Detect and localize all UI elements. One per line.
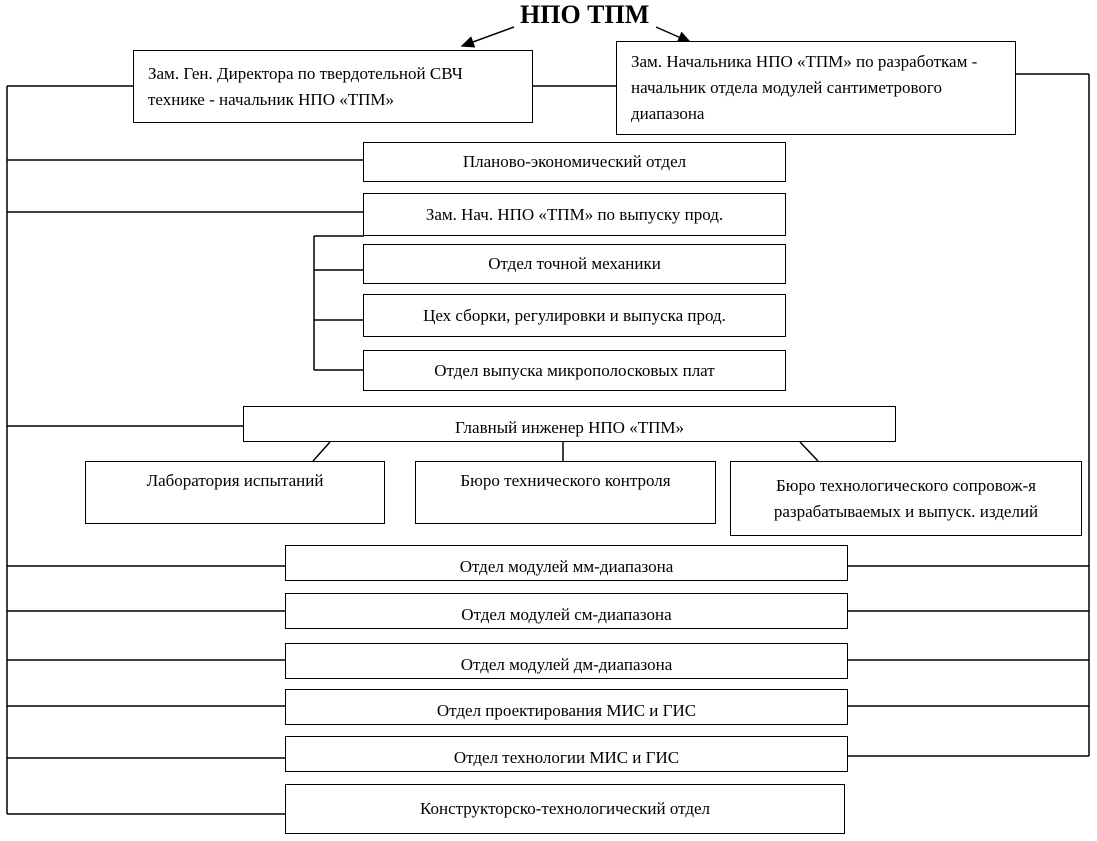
box-tech-support-bureau: Бюро технологического сопровож-я разраба… <box>730 461 1082 536</box>
chart-title: НПО ТПМ <box>520 0 650 29</box>
box-cm-dept: Отдел модулей см-диапазона <box>285 593 848 629</box>
title-arrow-left <box>460 26 515 48</box>
box-test-lab: Лаборатория испытаний <box>85 461 385 524</box>
box-planning-dept: Планово-экономический отдел <box>363 142 786 182</box>
box-mis-tech-dept: Отдел технологии МИС и ГИС <box>285 736 848 772</box>
box-precision-mechanics: Отдел точной механики <box>363 244 786 284</box>
box-assembly-shop: Цех сборки, регулировки и выпуска прод. <box>363 294 786 337</box>
box-microstrip-dept: Отдел выпуска микрополосковых плат <box>363 350 786 391</box>
box-chief-engineer: Главный инженер НПО «ТПМ» <box>243 406 896 442</box>
title-arrow-right <box>655 26 692 43</box>
box-design-tech-dept: Конструкторско-технологический отдел <box>285 784 845 834</box>
box-deputy-head-dev: Зам. Начальника НПО «ТПМ» по разработкам… <box>616 41 1016 135</box>
box-mm-dept: Отдел модулей мм-диапазона <box>285 545 848 581</box>
box-dm-dept: Отдел модулей дм-диапазона <box>285 643 848 679</box>
box-qc-bureau: Бюро технического контроля <box>415 461 716 524</box>
box-deputy-director: Зам. Ген. Директора по твердотельной СВЧ… <box>133 50 533 123</box>
box-deputy-production: Зам. Нач. НПО «ТПМ» по выпуску прод. <box>363 193 786 236</box>
box-mis-design-dept: Отдел проектирования МИС и ГИС <box>285 689 848 725</box>
